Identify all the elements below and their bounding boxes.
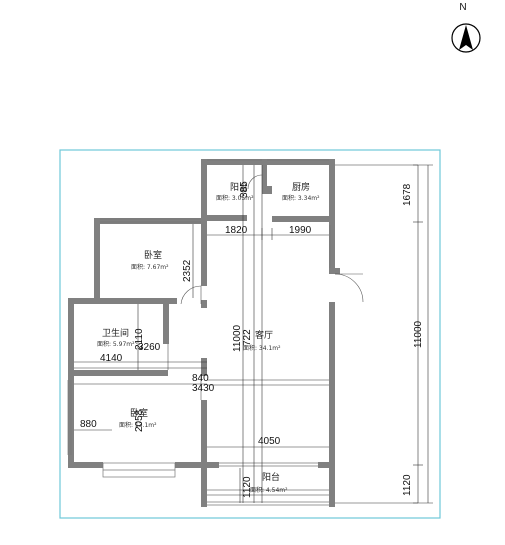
room-living: 客厅 面积: 34.1m² [243, 329, 281, 352]
room-area: 面积: 34.1m² [243, 344, 281, 352]
doors [167, 174, 364, 400]
dim-right-bottom: 1120 [402, 474, 413, 496]
dim-width-4050: 4050 [258, 436, 281, 447]
dim-bed2-2058: 2058 [134, 409, 145, 432]
compass-arrow-icon [459, 25, 473, 50]
plan-frame [59, 149, 441, 519]
room-balcony-top: 阳台 面积: 3.05m² [216, 181, 254, 202]
dim-mid-840: 840 [192, 373, 209, 384]
room-area: 面积: 3.05m² [216, 194, 254, 202]
room-area: 面积: 3.34m² [282, 194, 320, 202]
room-name: 卧室 [144, 249, 162, 261]
room-name: 卧室 [130, 407, 148, 419]
dim-right-total: 11000 [413, 320, 424, 348]
room-kitchen: 厨房 面积: 3.34m² [282, 181, 320, 202]
walls [68, 159, 340, 507]
room-name: 厨房 [292, 181, 310, 193]
dim-width-4140: 4140 [100, 353, 123, 364]
windows [67, 159, 331, 506]
dim-center-total: 11000 [232, 324, 243, 352]
room-bathroom: 卫生间 面积: 5.97m² [97, 327, 135, 348]
dim-bath-height: 2110 [134, 328, 145, 350]
compass-north-label: N [459, 2, 466, 13]
dim-bed2-880: 880 [80, 419, 97, 430]
room-bedroom-1: 卧室 面积: 7.67m² [131, 249, 169, 271]
dim-center-722: 722 [242, 329, 253, 346]
dim-top-left: 1820 [225, 225, 248, 236]
room-balcony-bottom: 阳台 面积: 4.54m² [250, 471, 288, 494]
dim-top-right: 1990 [289, 225, 312, 236]
room-area: 面积: 7.67m² [131, 263, 169, 271]
room-area: 面积: 4.54m² [250, 486, 288, 494]
room-name: 阳台 [262, 471, 280, 483]
room-bedroom-2: 卧室 面积: 13.1m² [119, 407, 157, 429]
compass: N [451, 2, 481, 53]
dim-right-top: 1678 [402, 183, 413, 206]
dim-balcony-385: 385 [239, 181, 250, 198]
dim-bedroom-height: 2352 [182, 259, 193, 282]
dim-mid-3430: 3430 [192, 383, 215, 394]
dimension-lines [74, 164, 433, 504]
room-area: 面积: 13.1m² [119, 421, 157, 429]
dim-bottom-1120: 1120 [242, 476, 253, 498]
room-name: 卫生间 [102, 327, 129, 339]
room-area: 面积: 5.97m² [97, 340, 135, 348]
compass-circle [451, 23, 481, 53]
dim-bath-3260: 3260 [138, 342, 161, 353]
room-name: 阳台 [230, 181, 248, 193]
room-name: 客厅 [255, 329, 273, 341]
dimension-labels: 1678 11000 1120 1820 1990 385 2352 11000… [80, 181, 424, 498]
